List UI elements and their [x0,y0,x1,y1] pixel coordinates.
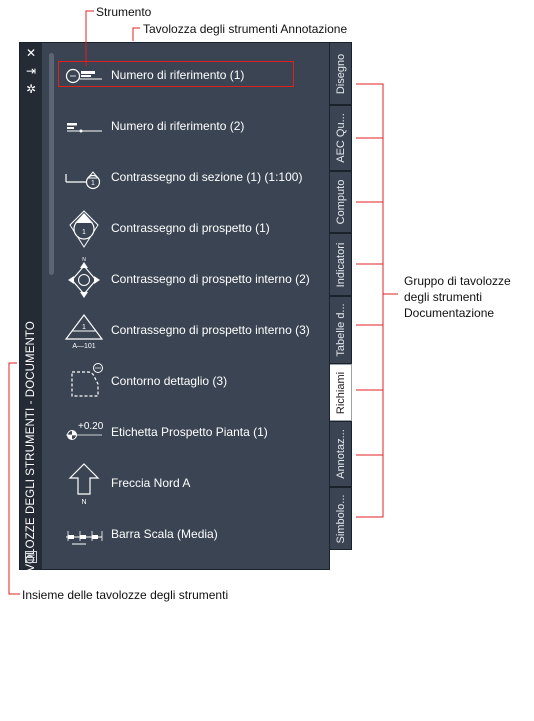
reference-number-2-icon [67,123,102,133]
tab-label: AEC Qu... [334,113,347,163]
elevation-value: +0.20 [78,421,104,432]
tool-item[interactable]: Barra Scala (Media) [58,521,314,549]
tab-label: Indicatori [334,242,347,287]
tool-item[interactable]: 1 Contrassegno di sezione (1) (1:100) [58,164,314,192]
tool-item[interactable]: +0.20 Etichetta Prospetto Pianta (1) [58,419,314,447]
tab-label: Annotaz... [334,429,347,479]
tool-label: Contrassegno di prospetto interno (3) [111,323,310,337]
tool-label: Numero di riferimento (2) [111,119,245,133]
svg-text:1: 1 [82,229,86,236]
tool-label: Contrassegno di prospetto interno (2) [111,272,310,286]
tab-label: Computo [334,179,347,225]
selection-highlight [58,61,294,87]
svg-text:1: 1 [91,180,95,187]
scrollbar[interactable] [49,53,54,275]
tab-label: Simbolo... [334,494,347,543]
tool-item[interactable]: Numero di riferimento (1) [58,61,314,90]
callout-set: Insieme delle tavolozze degli strumenti [22,588,229,602]
interior-elevation-mark-3-icon: 1 A—101 [64,314,104,350]
tab-simbolo[interactable]: Simbolo... [330,487,352,550]
properties-icon[interactable] [24,550,38,564]
tab-label: Disegno [334,53,347,94]
tool-item[interactable]: 1 Contrassegno di prospetto (1) [58,210,314,248]
north-arrow-icon: N [68,463,100,506]
tool-item[interactable]: N Freccia Nord A [58,463,314,506]
callout-group-2: degli strumenti [404,290,483,304]
svg-text:N: N [82,257,86,263]
interior-elevation-mark-icon: N [68,257,100,298]
tab-tabelle[interactable]: Tabelle d... [330,296,352,364]
palette-set-title: TAVOLOZZE DEGLI STRUMENTI - DOCUMENTO [25,321,37,585]
tool-label: Etichetta Prospetto Pianta (1) [111,425,268,439]
north-letter: N [81,499,86,506]
tab-aec-quantita[interactable]: AEC Qu... [330,105,352,171]
tab-label: Richiami [334,371,347,414]
callout-tool: Strumento [96,5,152,19]
elevation-mark-icon: 1 [69,210,99,248]
close-icon[interactable]: ✕ [25,46,37,60]
autohide-icon[interactable]: ⇥ [25,64,37,78]
tab-computo[interactable]: Computo [330,171,352,233]
tool-label: Barra Scala (Media) [111,527,218,541]
callout-palette: Tavolozza degli strumenti Annotazione [143,22,348,36]
reference-number-1-icon [65,68,102,84]
palette-title-strip[interactable]: ✕ ⇥ ✲ TAVOLOZZE DEGLI STRUMENTI - DOCUME… [20,43,42,585]
tool-item[interactable]: Contorno dettaglio (3) [58,363,314,397]
tool-item[interactable]: Numero di riferimento (2) [58,113,314,141]
tool-palette: ✕ ⇥ ✲ TAVOLOZZE DEGLI STRUMENTI - DOCUME… [19,42,331,585]
callout-group-3: Documentazione [404,306,495,320]
triangle-code: A—101 [72,343,95,350]
tab-label: Tabelle d... [334,303,347,357]
tool-item[interactable]: 1 A—101 Contrassegno di prospetto intern… [58,314,314,350]
tab-annotazione[interactable]: Annotaz... [330,421,352,487]
tool-label: Contorno dettaglio (3) [111,374,228,388]
section-mark-icon: 1 [65,171,101,190]
tool-label: Freccia Nord A [111,476,191,490]
tool-label: Contrassegno di sezione (1) (1:100) [111,170,303,184]
tab-indicatori[interactable]: Indicatori [330,233,352,296]
detail-boundary-icon [71,363,103,397]
tab-richiami[interactable]: Richiami [330,364,352,421]
callout-group-1: Gruppo di tavolozze [404,274,511,288]
svg-text:1: 1 [82,324,86,331]
tool-label: Contrassegno di prospetto (1) [111,221,270,235]
palette-content: Numero di riferimento (1) Numero di rife… [42,43,331,569]
tool-label: Numero di riferimento (1) [111,68,245,82]
tab-disegno[interactable]: Disegno [330,42,352,105]
scale-bar-icon [66,531,103,545]
tool-item[interactable]: N Contrassegno di prospetto interno (2) [58,257,314,298]
plan-elevation-label-icon: +0.20 [66,421,104,440]
settings-icon[interactable]: ✲ [25,82,37,96]
